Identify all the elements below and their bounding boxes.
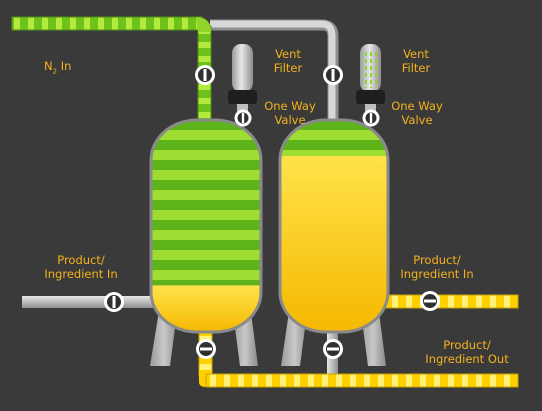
valve-left-product-in[interactable] xyxy=(104,292,124,312)
valve-right-tank-outlet[interactable] xyxy=(323,339,343,359)
valve-right-tank-inlet[interactable] xyxy=(323,65,343,85)
product-out-label: Product/ Ingredient Out xyxy=(425,338,509,366)
one-way-valve-left-label: One Way Valve xyxy=(264,99,316,127)
nitrogen-in-pipe xyxy=(11,16,212,127)
left-product-in-pipe xyxy=(22,296,162,308)
left-tank xyxy=(149,118,263,334)
one-way-valve-right[interactable] xyxy=(362,109,380,127)
vent-filter-left-label: Vent Filter xyxy=(273,47,303,75)
one-way-valve-right-label: One Way Valve xyxy=(391,99,443,127)
product-in-right-label: Product/ Ingredient In xyxy=(400,253,474,281)
valve-left-tank-outlet[interactable] xyxy=(196,339,216,359)
right-vent-filter xyxy=(356,44,385,112)
one-way-valve-left[interactable] xyxy=(234,109,252,127)
left-vent-filter xyxy=(228,44,257,112)
vent-filter-right-label: Vent Filter xyxy=(401,47,431,75)
nitrogen-in-label: N2 In xyxy=(44,59,72,76)
valve-nitrogen-in[interactable] xyxy=(195,65,215,85)
right-product-in-pipe xyxy=(377,294,519,309)
left-tank-nitrogen xyxy=(151,120,261,286)
right-tank xyxy=(278,118,390,334)
right-tank-inlet-pipe xyxy=(210,19,339,128)
product-in-left-label: Product/ Ingredient In xyxy=(44,253,118,281)
valve-right-product-in[interactable] xyxy=(420,291,440,311)
right-tank-liquid xyxy=(280,156,388,332)
